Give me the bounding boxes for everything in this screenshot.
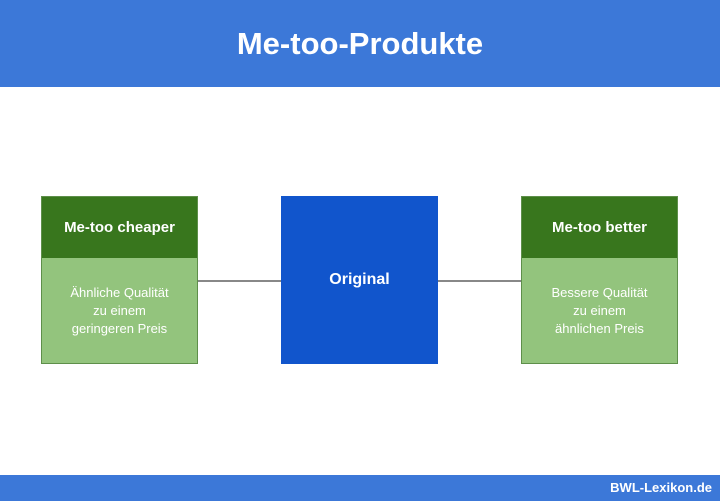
- brand-label: BWL-Lexikon.de: [610, 480, 712, 495]
- header-bar: Me-too-Produkte: [0, 0, 720, 87]
- original-box: Original: [281, 196, 438, 364]
- description-line: Ähnliche Qualität: [70, 284, 169, 300]
- description-line: zu einem: [573, 302, 626, 318]
- description-line: ähnlichen Preis: [555, 320, 644, 336]
- description-line: Bessere Qualität: [551, 284, 648, 300]
- original-label: Original: [329, 271, 390, 288]
- description-line: geringeren Preis: [71, 320, 168, 336]
- connector-right: [438, 280, 521, 282]
- me-too-cheaper-box: Me-too cheaper Ähnliche Qualität zu eine…: [41, 196, 198, 364]
- me-too-better-box: Me-too better Bessere Qualität zu einem …: [521, 196, 678, 364]
- me-too-better-description: Bessere Qualität zu einem ähnlichen Prei…: [522, 258, 677, 363]
- me-too-cheaper-description: Ähnliche Qualität zu einem geringeren Pr…: [42, 258, 197, 363]
- me-too-cheaper-title: Me-too cheaper: [42, 197, 197, 258]
- page-title: Me-too-Produkte: [236, 25, 484, 61]
- connector-left: [198, 280, 281, 282]
- description-line: zu einem: [93, 302, 146, 318]
- me-too-better-title: Me-too better: [522, 197, 677, 258]
- footer-bar: BWL-Lexikon.de: [0, 475, 720, 501]
